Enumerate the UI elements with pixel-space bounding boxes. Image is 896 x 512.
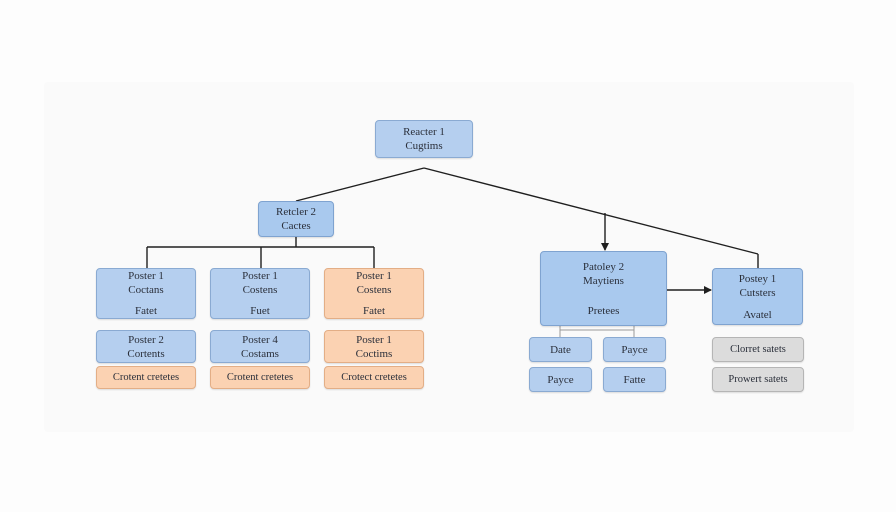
right-parent-node[interactable]: Patoley 2 Maytiens Pretees [540,251,667,326]
left-parent-subtitle: Cactes [281,220,311,232]
left-col3-mid-node[interactable]: Poster 1 Coctims [324,330,424,363]
right-side-child-prowert[interactable]: Prowert satets [712,367,804,392]
right-side-title: Postey 1 [738,272,777,285]
left-col1-bottom-node[interactable]: Crotent cretetes [96,366,196,389]
right-child-payce-bottom-label: Payce [547,373,574,386]
right-child-date[interactable]: Date [529,337,592,362]
left-col3-top-node[interactable]: Poster 1 Costens Fatet [324,268,424,319]
left-col3-bottom-node[interactable]: Crotect cretetes [324,366,424,389]
left-col2-mid-node[interactable]: Poster 4 Costams [210,330,310,363]
connector-root-left [295,167,425,202]
right-side-caption: Avatel [743,308,772,321]
right-child-payce-bottom[interactable]: Payce [529,367,592,392]
left-col3-bottom-label: Crotect cretetes [341,371,407,383]
left-col1-top-title: Poster 1 [128,270,164,282]
right-side-child-prowert-label: Prowert satets [728,373,788,385]
right-child-fatte-label: Fatte [623,373,646,386]
left-col3-top-subtitle: Costens [356,284,392,296]
left-col1-top-subtitle: Coctans [128,284,164,296]
left-col3-top-caption: Fatet [363,305,385,317]
left-col2-bottom-label: Crotent cretetes [226,371,294,383]
left-parent-title: Retcler 2 [275,206,316,218]
left-parent-node[interactable]: Retcler 2 Cactes [258,201,334,237]
right-parent-caption: Pretees [587,304,620,317]
left-col1-mid-node[interactable]: Poster 2 Cortents [96,330,196,363]
root-node-title: Reacter 1 [403,126,445,138]
right-child-date-label: Date [550,343,571,356]
right-side-node[interactable]: Postey 1 Cutsters Avatel [712,268,803,325]
right-child-payce-top[interactable]: Payce [603,337,666,362]
left-col2-bottom-node[interactable]: Crotent cretetes [210,366,310,389]
right-side-subtitle: Cutsters [739,286,776,299]
right-side-child-clorret[interactable]: Clorret satets [712,337,804,362]
left-col2-top-title: Poster 1 [242,270,278,282]
root-node[interactable]: Reacter 1 Cugtims [375,120,473,158]
left-col3-mid-title: Poster 1 [356,333,392,346]
right-parent-subtitle: Maytiens [583,274,624,287]
left-col1-bottom-label: Crotent cretetes [112,371,180,383]
root-node-subtitle: Cugtims [405,140,443,152]
left-col2-top-node[interactable]: Poster 1 Costens Fuet [210,268,310,319]
right-side-child-clorret-label: Clorret satets [730,343,786,355]
left-col1-mid-subtitle: Cortents [127,347,165,360]
connector-root-right [423,167,759,255]
left-col2-mid-title: Poster 4 [242,333,278,346]
left-col2-mid-subtitle: Costams [241,347,279,360]
right-child-fatte[interactable]: Fatte [603,367,666,392]
left-col3-mid-subtitle: Coctims [355,347,393,360]
left-col1-top-caption: Fatet [135,305,157,317]
left-col1-mid-title: Poster 2 [128,333,164,346]
left-col2-top-caption: Fuet [250,305,270,317]
left-col2-top-subtitle: Costens [242,284,278,296]
left-col1-top-node[interactable]: Poster 1 Coctans Fatet [96,268,196,319]
right-child-payce-top-label: Payce [621,343,648,356]
right-parent-title: Patoley 2 [582,260,625,273]
left-col3-top-title: Poster 1 [356,270,392,282]
